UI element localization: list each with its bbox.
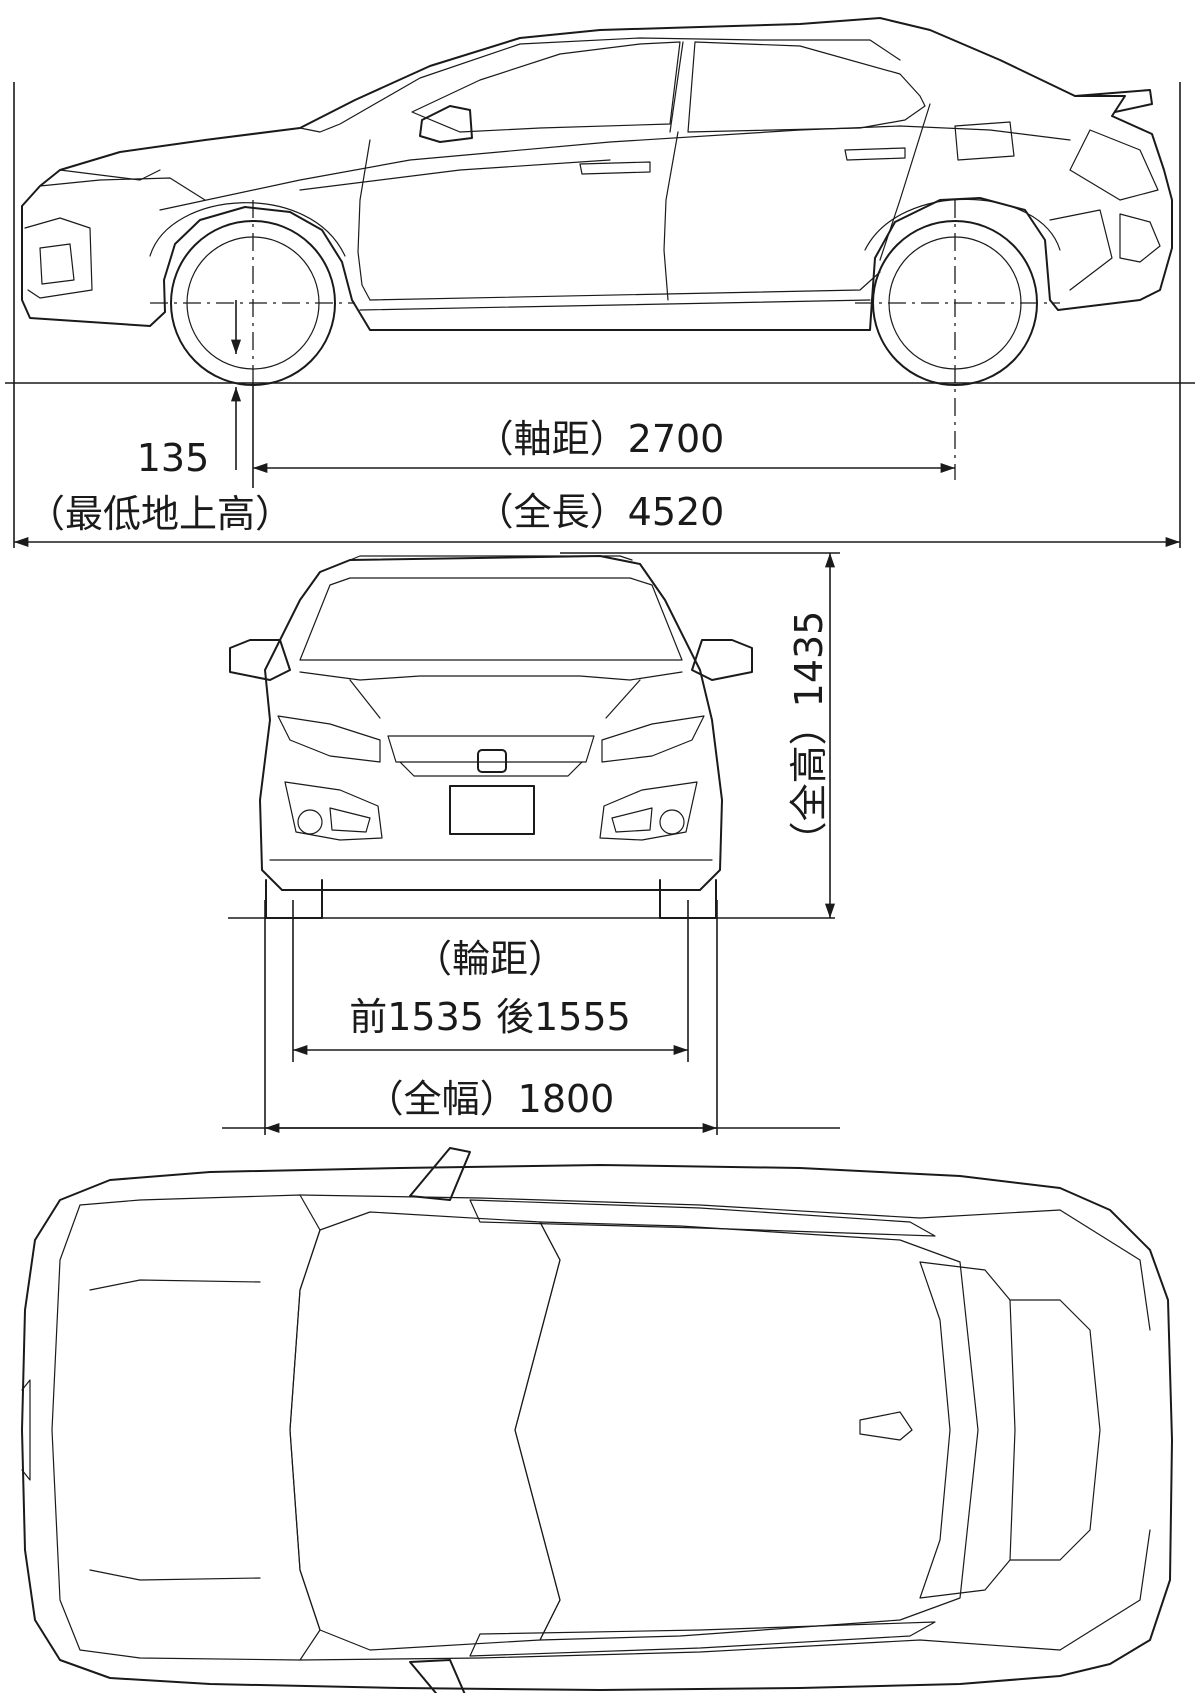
overall-width-dimension	[222, 900, 840, 1135]
overall-length-dimension	[13, 82, 1181, 548]
tread-label: （輪距）	[414, 937, 566, 981]
ground-clearance-value: 135	[137, 436, 210, 480]
overall-length-label: （全長）4520	[476, 490, 725, 534]
tread-values: 前1535 後1555	[349, 995, 631, 1039]
front-view	[229, 555, 753, 919]
ground-clearance-label: （最低地上高）	[27, 492, 293, 536]
tread-dimension	[292, 900, 689, 1062]
wheelbase-label: （軸距）2700	[476, 417, 725, 461]
side-view-centerlines	[5, 200, 1195, 488]
side-view	[21, 17, 1173, 386]
overall-height-label: （全高）1435	[787, 611, 831, 860]
overall-height-dimension	[560, 552, 840, 918]
overall-width-label: （全幅）1800	[366, 1077, 615, 1121]
top-view	[21, 1147, 1173, 1693]
